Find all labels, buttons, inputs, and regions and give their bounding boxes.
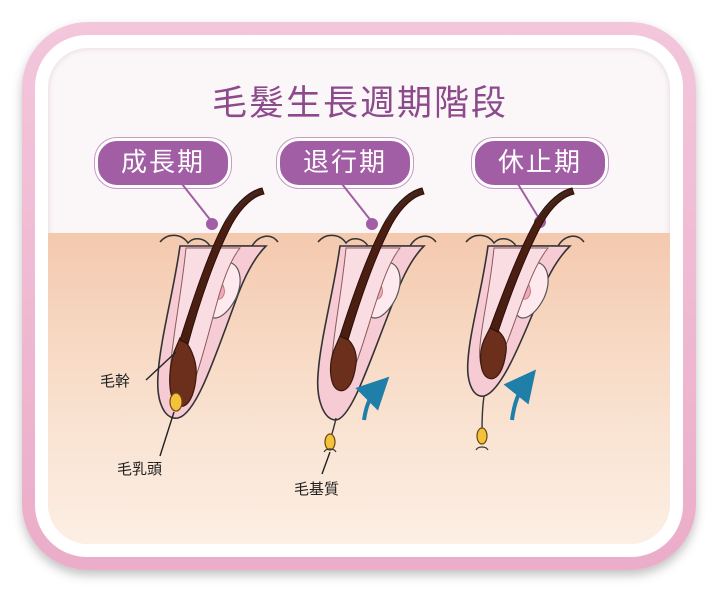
follicle-telogen [465, 187, 585, 451]
stage-label-anagen: 成長期 [95, 138, 231, 188]
upward-arrow-icon [355, 376, 390, 421]
label-dermal-papilla: 毛乳頭 [117, 460, 163, 478]
stage-label-telogen: 休止期 [472, 138, 608, 188]
annotation-leaders [145, 351, 331, 475]
label-hair-shaft: 毛幹 [100, 372, 131, 390]
follicle-catagen [316, 187, 437, 453]
follicle-anagen [156, 187, 279, 419]
upward-arrow-icon-2 [503, 369, 536, 421]
diagram-title: 毛髮生長週期階段 [211, 84, 508, 124]
label-hair-matrix: 毛基質 [294, 480, 340, 498]
